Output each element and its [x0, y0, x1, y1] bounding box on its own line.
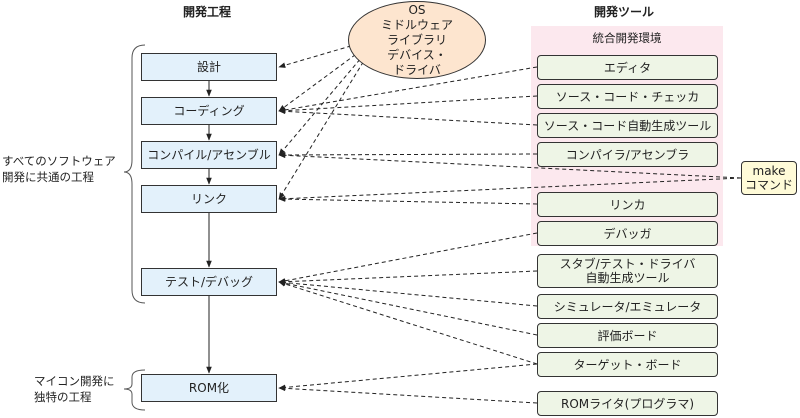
tool-linker: リンカ: [537, 192, 718, 217]
link-targetboard-to-test: [278, 281, 538, 365]
tool-code-checker-label: ソース・コード・チェッカ: [555, 89, 700, 104]
tool-target-board-label: ターゲット・ボード: [573, 357, 682, 372]
tool-editor-label: エディタ: [603, 60, 652, 75]
process-step-design: 設計: [141, 53, 277, 81]
micro-steps-label-line-2: 独特の工程: [34, 390, 92, 404]
micro-steps-brace: [123, 369, 146, 411]
link-evalboard-to-test: [278, 280, 538, 336]
driver-line: ドライバ: [393, 62, 441, 77]
tool-target-board: ターゲット・ボード: [537, 352, 718, 377]
tool-simulator-label: シミュレータ/エミュレータ: [553, 299, 702, 314]
tool-stub-generator-label-1: スタブ/テスト・ドライバ: [559, 257, 696, 271]
os-middleware-ellipse: OS ミドルウェア ライブラリ デバイス・ ドライバ: [348, 1, 486, 79]
micro-steps-label: マイコン開発に 独特の工程: [34, 373, 126, 405]
tool-code-generator: ソース・コード自動生成ツール: [537, 113, 718, 138]
common-steps-label-line-1: すべてのソフトウェア: [2, 154, 116, 168]
tool-debugger-label: デバッガ: [603, 226, 652, 241]
link-romwriter-to-rom: [278, 385, 538, 404]
process-step-test: テスト/デバッグ: [141, 268, 277, 296]
ide-title: 統合開発環境: [592, 31, 662, 45]
tool-debugger: デバッガ: [537, 221, 718, 246]
tool-eval-board-label: 評価ボード: [597, 328, 658, 343]
tool-eval-board: 評価ボード: [537, 323, 718, 348]
tool-compiler-label: コンパイラ/アセンブラ: [565, 147, 690, 162]
device-line: デバイス・: [387, 47, 447, 62]
common-steps-label-line-2: 開発に共通の工程: [2, 170, 94, 184]
tool-code-generator-label: ソース・コード自動生成ツール: [543, 118, 712, 133]
tool-code-checker: ソース・コード・チェッカ: [537, 84, 718, 109]
tool-rom-writer-label: ROMライタ(プログラマ): [560, 396, 695, 411]
link-targetboard-to-rom: [278, 363, 538, 391]
tool-rom-writer: ROMライタ(プログラマ): [537, 391, 718, 416]
common-steps-brace: [123, 44, 146, 304]
link-make-to-link: [278, 177, 742, 202]
tool-stub-generator: スタブ/テスト・ドライバ 自動生成ツール: [537, 254, 718, 288]
library-line: ライブラリ: [386, 32, 447, 47]
link-codegen-to-coding: [278, 108, 538, 126]
make-label-1: make: [752, 164, 786, 178]
make-command-box: make コマンド: [741, 161, 797, 195]
link-stubgen-to-test: [278, 270, 538, 285]
link-linker-to-link: [278, 196, 538, 205]
process-step-link: リンク: [141, 185, 277, 213]
link-compiler-to-compile: [278, 152, 538, 158]
link-debugger-to-test: [278, 232, 538, 284]
link-simulator-to-test: [278, 279, 538, 307]
tool-stub-generator-label-2: 自動生成ツール: [585, 271, 670, 285]
tool-simulator: シミュレータ/エミュレータ: [537, 294, 718, 319]
os-line: OS: [408, 2, 426, 17]
tool-editor: エディタ: [537, 55, 718, 80]
link-make-to-compile: [278, 152, 742, 179]
micro-steps-label-line-1: マイコン開発に: [34, 374, 115, 388]
link-editor-to-coding: [278, 66, 538, 113]
common-steps-label: すべてのソフトウェア 開発に共通の工程: [2, 153, 126, 185]
process-step-rom: ROM化: [141, 374, 277, 402]
link-checker-to-coding: [278, 95, 538, 114]
process-step-compile: コンパイル/アセンブル: [141, 141, 277, 169]
tools-heading: 開発ツール: [594, 5, 655, 19]
tool-linker-label: リンカ: [609, 197, 646, 212]
middleware-line: ミドルウェア: [380, 17, 453, 32]
tool-compiler: コンパイラ/アセンブラ: [537, 142, 718, 167]
process-heading: 開発工程: [183, 5, 232, 19]
process-step-coding: コーディング: [141, 97, 277, 125]
make-label-2: コマンド: [744, 178, 793, 192]
link-os-to-compile: [278, 37, 379, 156]
link-os-to-link: [278, 37, 379, 200]
